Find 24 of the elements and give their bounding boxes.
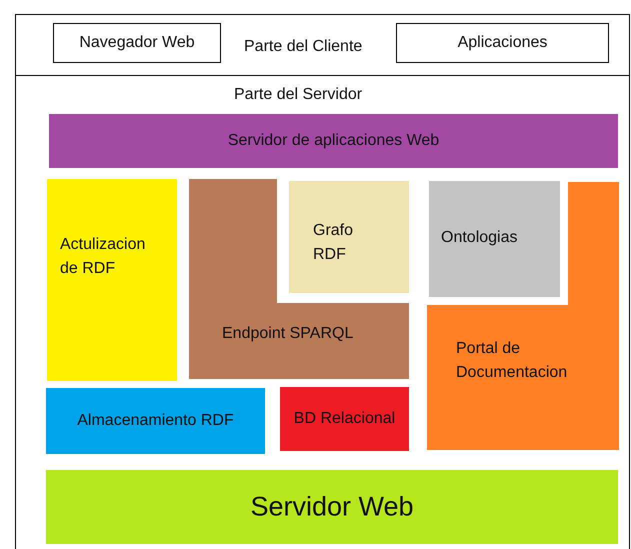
block-label: BD Relacional [294,409,396,429]
section-heading: Parte del Servidor [234,85,362,105]
component-block [46,388,265,454]
block-label: Portal de Documentacion [456,339,568,383]
block-label: Servidor Web [250,490,414,524]
block-label: Ontologias [441,228,518,248]
component-block [289,181,409,293]
component-block [53,23,221,63]
block-label: Actulizacion de RDF [60,235,146,279]
component-block [280,387,409,451]
section-heading: Parte del Cliente [244,37,362,57]
section-frame [15,75,630,549]
component-block [46,470,618,544]
block-label: Grafo RDF [313,221,354,265]
block-label: Navegador Web [79,33,195,53]
component-block [47,179,177,381]
component-block [396,23,609,63]
component-block [429,181,560,297]
block-label: Servidor de aplicaciones Web [228,131,440,151]
block-label: Aplicaciones [458,33,548,53]
component-block [49,114,618,168]
block-label: Endpoint SPARQL [222,324,354,344]
section-frame [15,14,630,76]
block-label: Almacenamiento RDF [77,411,234,431]
